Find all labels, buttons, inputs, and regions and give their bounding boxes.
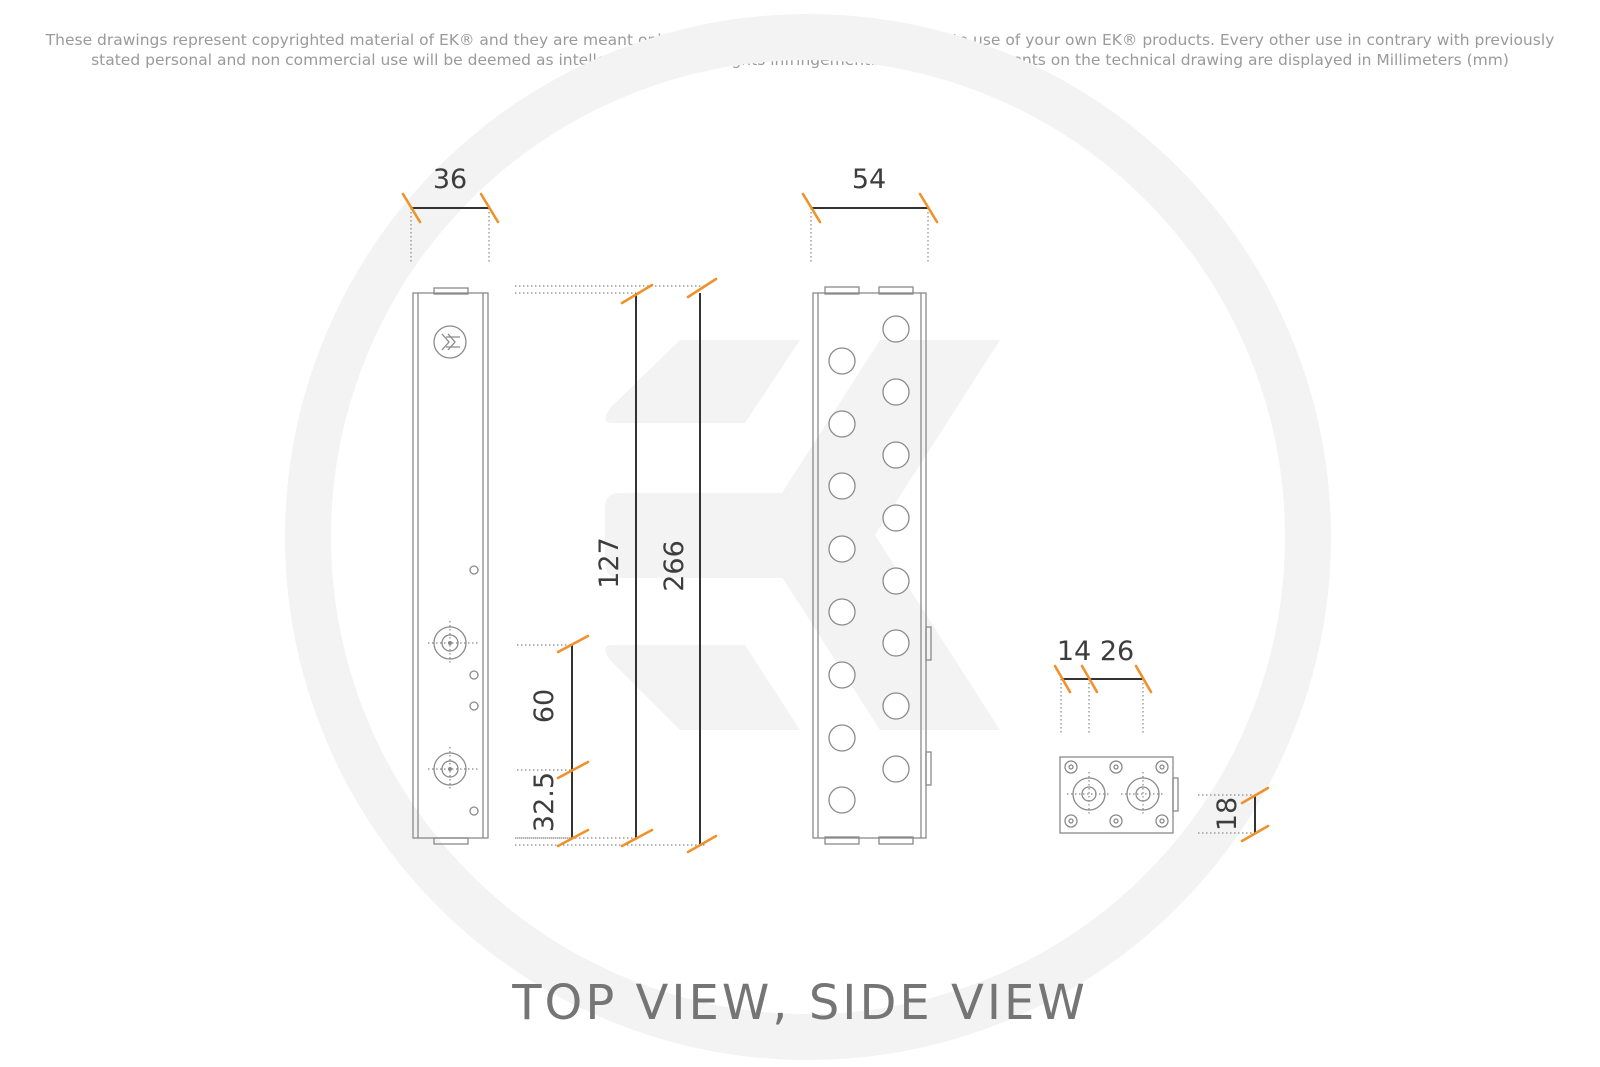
port-lower (428, 747, 478, 791)
end-port-right (1121, 772, 1165, 816)
port-upper (428, 621, 478, 665)
dim-end-height: 18 (1212, 797, 1243, 831)
dim-port-offset: 32.5 (529, 772, 560, 832)
dim-port-spacing: 60 (529, 689, 560, 723)
top-view (412, 287, 489, 845)
dim-end-offset-14: 14 (1057, 636, 1091, 667)
ek-logo-icon (433, 325, 467, 359)
dim-side-width: 54 (852, 164, 886, 195)
dim-length-127: 127 (594, 537, 625, 589)
side-view (812, 286, 932, 845)
side-holes-left (828, 347, 856, 814)
dim-end-offset-26: 26 (1100, 636, 1134, 667)
end-port-left (1067, 772, 1111, 816)
ek-watermark-icon (285, 14, 1331, 1060)
view-caption: TOP VIEW, SIDE VIEW (512, 975, 1088, 1031)
dim-top-width: 36 (433, 164, 467, 195)
dim-length-266: 266 (659, 540, 690, 592)
end-view (1059, 756, 1179, 834)
side-holes-right (882, 315, 910, 783)
